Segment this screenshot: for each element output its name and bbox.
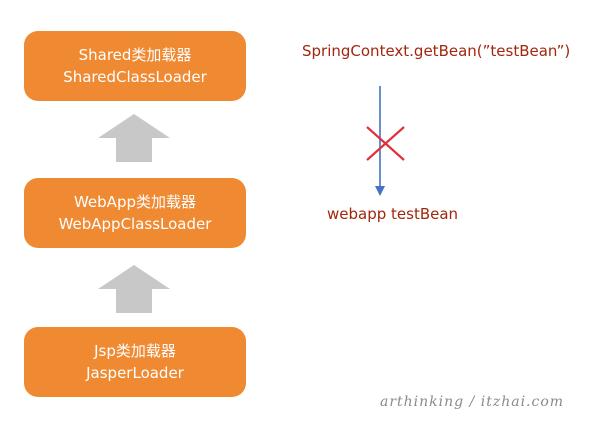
result-label: webapp testBean [327, 205, 459, 223]
getbean-call-label: SpringContext.getBean(”testBean”) [302, 42, 571, 60]
arrowhead-icon [375, 186, 385, 196]
watermark: arthinking / itzhai.com [380, 394, 565, 410]
shared-box-subtitle: SharedClassLoader [63, 68, 207, 86]
cross-icon [366, 126, 405, 161]
webapp-classloader-box: WebApp类加载器 WebAppClassLoader [24, 178, 246, 248]
jsp-box-subtitle: JasperLoader [86, 364, 184, 382]
jsp-classloader-box: Jsp类加载器 JasperLoader [24, 327, 246, 397]
lookup-flow [366, 86, 405, 196]
up-arrow-icon [98, 114, 170, 162]
up-arrow-icon [98, 265, 170, 313]
webapp-box-subtitle: WebAppClassLoader [58, 215, 212, 233]
webapp-box-title: WebApp类加载器 [73, 193, 196, 211]
jsp-box-title: Jsp类加载器 [94, 342, 176, 360]
shared-box-title: Shared类加载器 [78, 46, 192, 64]
shared-classloader-box: Shared类加载器 SharedClassLoader [24, 31, 246, 101]
